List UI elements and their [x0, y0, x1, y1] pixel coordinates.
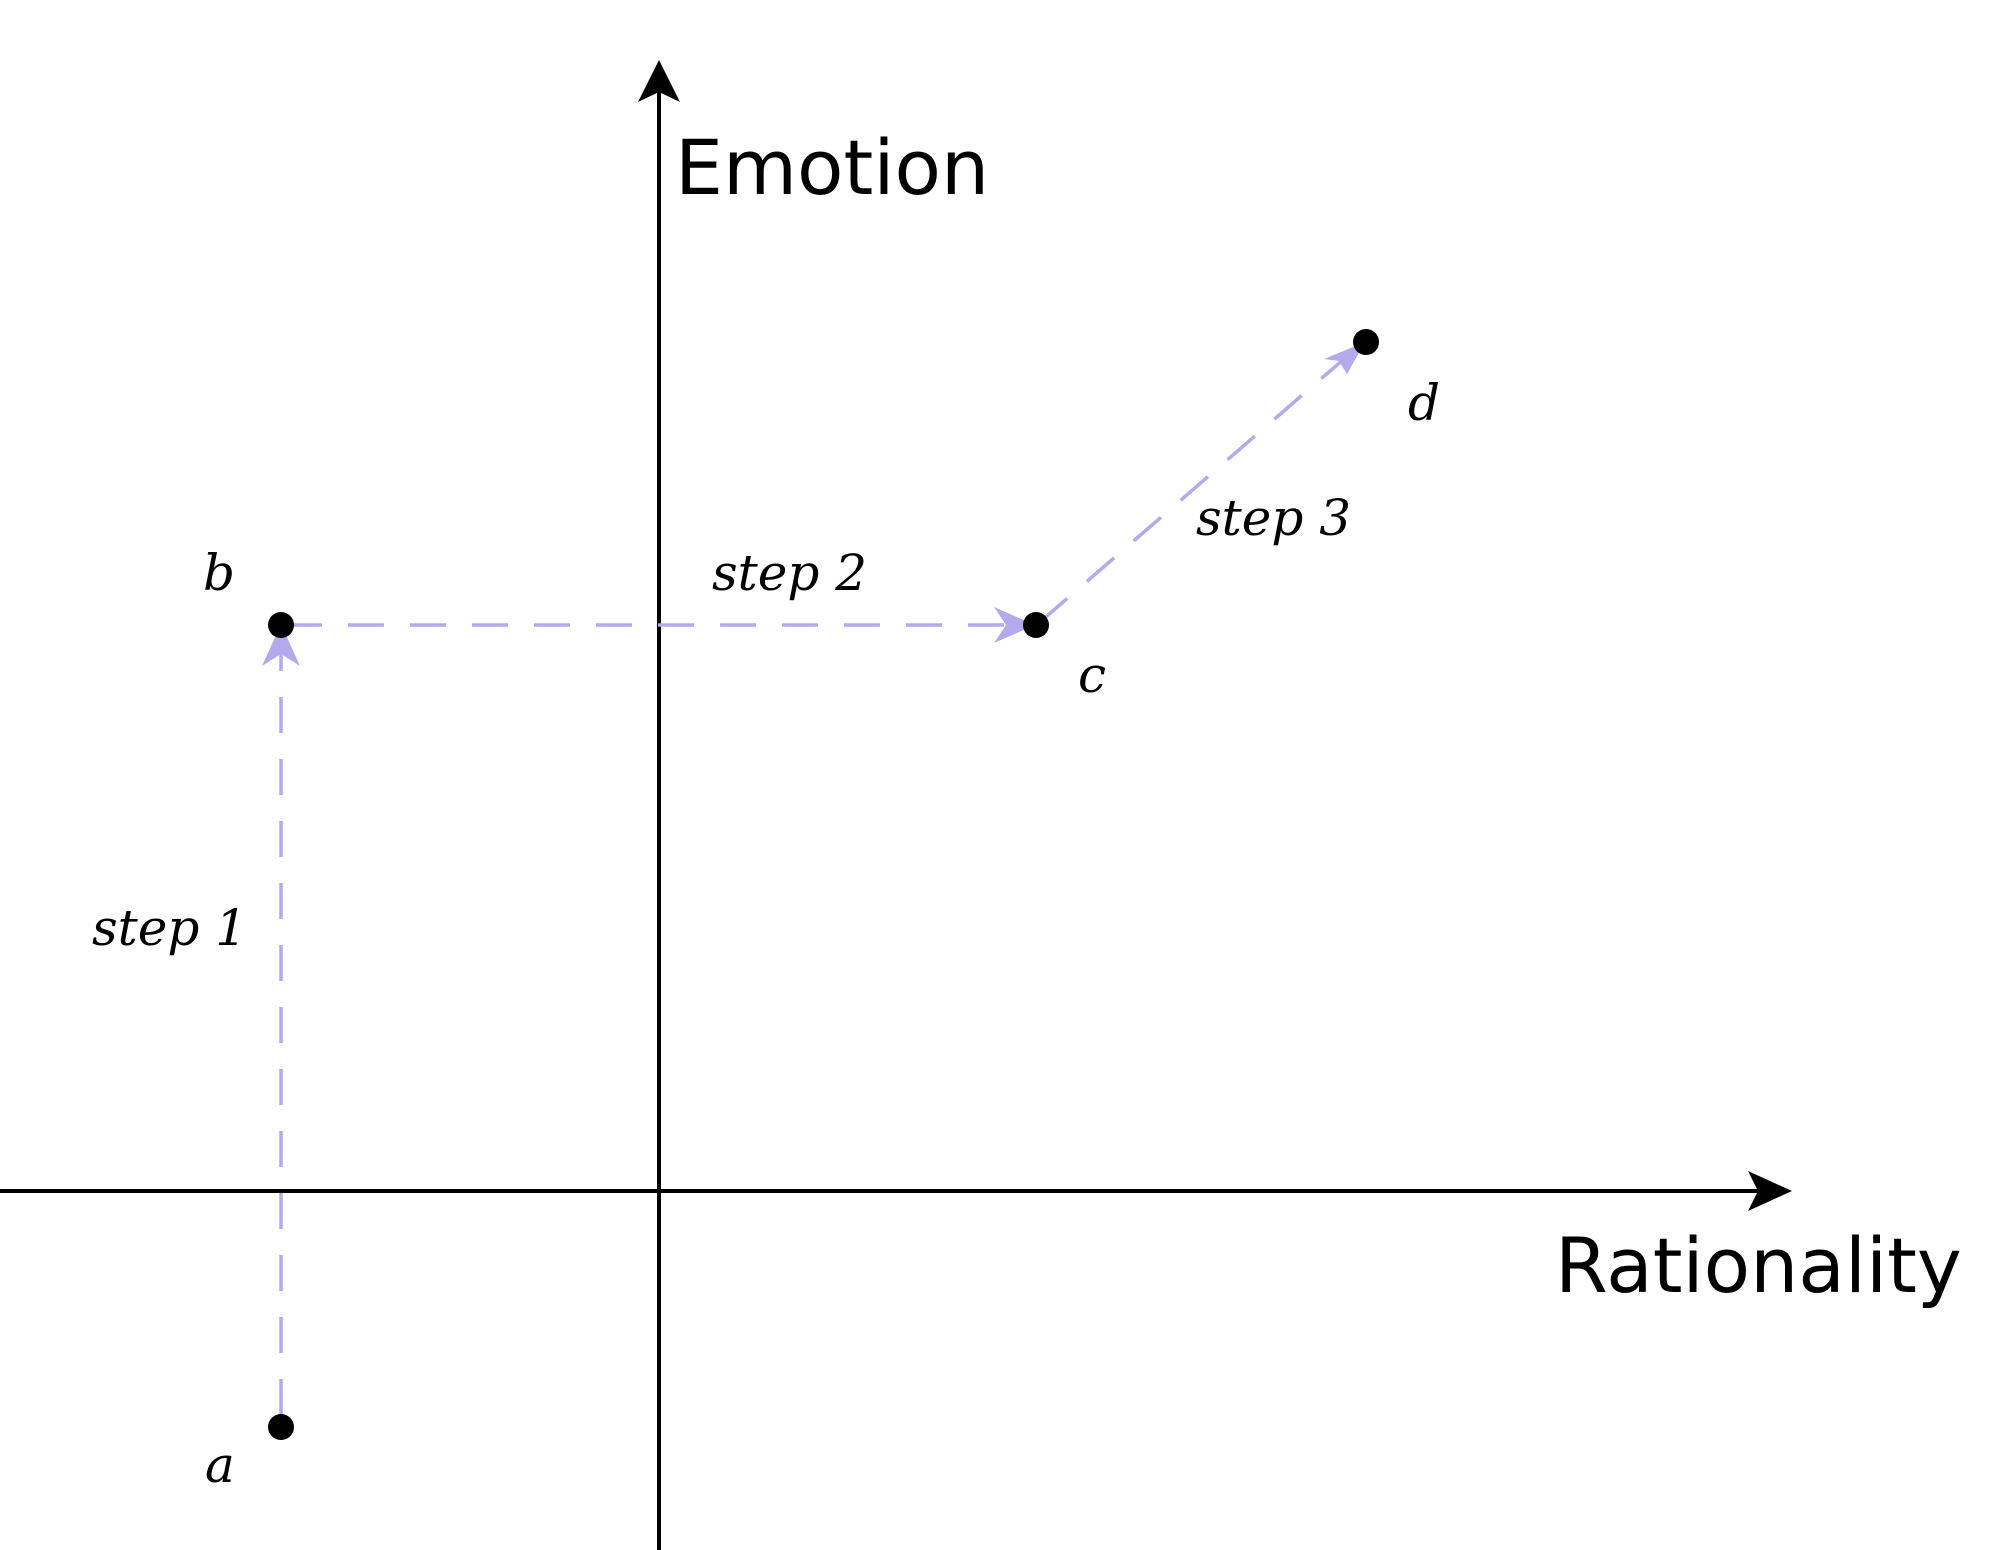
point-d	[1353, 329, 1379, 355]
y-axis-arrowhead	[638, 60, 680, 102]
point-label-b: b	[203, 544, 235, 602]
step-2-arrowhead	[994, 607, 1035, 643]
step-label-2: step 2	[712, 544, 867, 602]
point-a	[268, 1414, 294, 1440]
point-label-a: a	[205, 1436, 235, 1494]
step-3-arrowhead	[1324, 342, 1365, 374]
step-label-1: step 1	[92, 899, 247, 957]
step-label-3: step 3	[1196, 489, 1351, 547]
point-c	[1023, 612, 1049, 638]
point-label-d: d	[1408, 374, 1440, 432]
point-label-c: c	[1078, 646, 1106, 704]
x-axis-arrowhead	[1748, 1171, 1792, 1211]
point-b	[268, 612, 294, 638]
step-1-arrowhead	[262, 624, 300, 666]
y-axis-label: Emotion	[675, 123, 989, 212]
step-3-path	[1038, 350, 1354, 624]
x-axis-label: Rationality	[1555, 1221, 1962, 1310]
